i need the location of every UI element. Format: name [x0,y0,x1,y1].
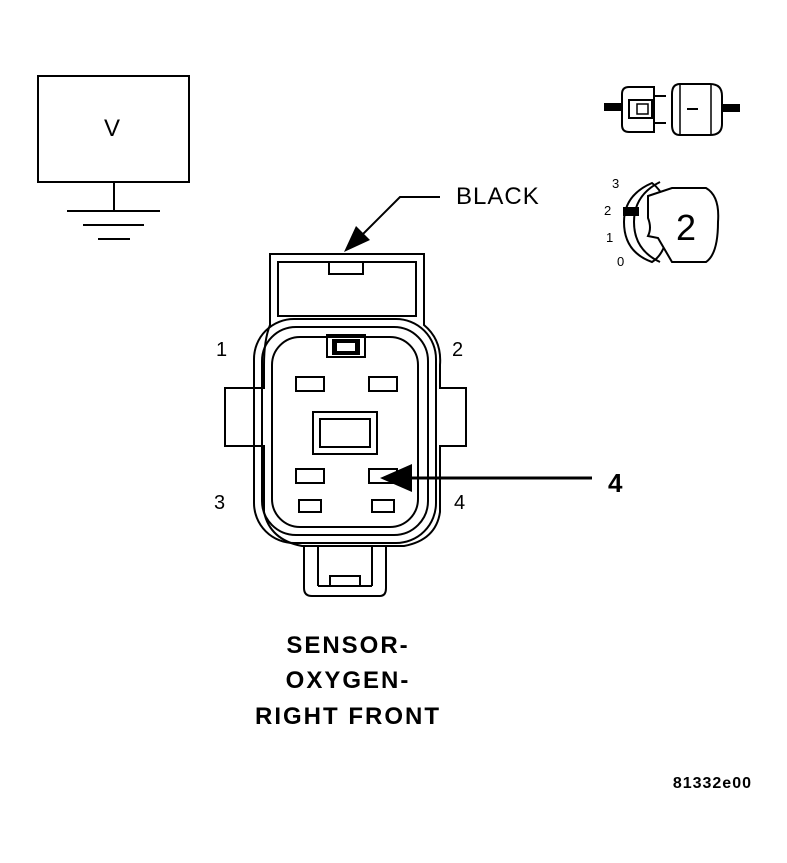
callout-label: 4 [608,468,623,498]
figure-id: 81332e00 [673,775,752,792]
ignition-position-2: 2 [604,203,611,218]
diagram-title-line-2: OXYGEN- [286,667,411,694]
pin-label-2: 2 [452,339,463,361]
oxygen-sensor-connector [224,253,467,597]
pin-label-4: 4 [454,492,465,514]
pin-label-3: 3 [214,492,225,514]
wire-color-leader [344,196,440,252]
pin-4-callout-arrow [380,464,592,492]
ignition-key-icon [622,181,720,264]
ignition-position-3: 3 [612,176,619,191]
ignition-position-0: 0 [617,254,624,269]
wire-color-label: BLACK [456,183,540,210]
connector-disconnect-icon [604,83,740,136]
ignition-key-position-label: 2 [676,207,696,248]
ignition-position-1: 1 [606,230,613,245]
voltmeter-label: V [104,115,120,142]
diagram-title-line-1: SENSOR- [286,632,409,659]
pin-label-1: 1 [216,339,227,361]
voltmeter-icon [37,75,190,240]
diagram-title-line-3: RIGHT FRONT [255,703,441,730]
